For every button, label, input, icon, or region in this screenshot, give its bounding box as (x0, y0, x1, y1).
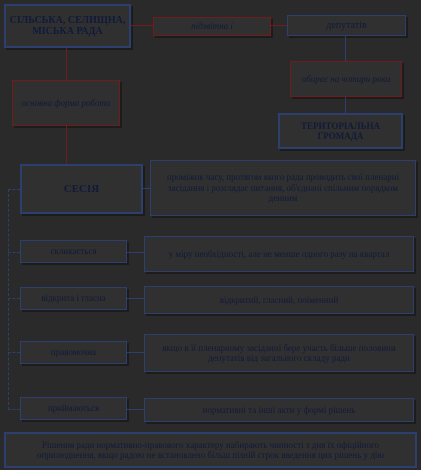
spine-branch-3 (8, 352, 20, 353)
spine-branch-1 (8, 252, 20, 253)
connector-accountable-deputies (271, 25, 287, 26)
basic-form-box: основна форма роботи (12, 80, 120, 126)
row-2-label: відкрита і гласна (41, 293, 106, 304)
deputies-label: депутатів (326, 19, 367, 31)
footer-box: Рішення ради нормативно-правового характ… (4, 432, 417, 468)
row-1-label: скликається (50, 246, 97, 257)
spine-branch-2 (8, 298, 20, 299)
row-3-text-box: якщо в її пленарному засіданні бере учас… (144, 334, 414, 372)
connector-row-4 (127, 409, 144, 410)
session-box: СЕСІЯ (20, 164, 143, 214)
connector-council-basicform (66, 48, 67, 80)
community-label: ТЕРИТОРІАЛЬНА ГРОМАДА (300, 120, 381, 141)
connector-row-1 (127, 252, 144, 253)
row-4-text-box: нормативні та інші акти у формі рішень (144, 398, 414, 422)
elects-label: обирає на чотири роки (301, 73, 391, 84)
community-box: ТЕРИТОРІАЛЬНА ГРОМАДА (278, 113, 403, 149)
connector-basicform-session (66, 126, 67, 164)
row-1-label-box: скликається (20, 240, 127, 263)
row-1-text-box: у міру необхідності, але не менше одного… (144, 236, 414, 272)
session-description: проміжок часу, протягом якого рада прово… (166, 172, 400, 204)
row-4-label: приймаються (47, 403, 100, 414)
deputies-box: депутатів (287, 15, 406, 36)
row-2-text-box: відкритий, гласний, поіменний (144, 286, 414, 314)
connector-council-accountable (131, 25, 153, 26)
accountable-box: підзвітна і (153, 17, 271, 36)
council-label: СІЛЬСЬКА, СЕЛИЩНА, МІСЬКА РАДА (9, 14, 126, 38)
row-1-text: у міру необхідності, але не менше одного… (168, 248, 390, 259)
row-3-text: якщо в її пленарному засіданні бере учас… (162, 342, 396, 363)
row-2-text: відкритий, гласний, поіменний (219, 294, 339, 305)
row-3-label-box: правомочна (20, 341, 127, 364)
accountable-label: підзвітна і (191, 21, 233, 32)
session-title: СЕСІЯ (63, 182, 100, 195)
connector-session-description (143, 188, 150, 189)
row-3-label: правомочна (50, 347, 97, 358)
basic-form-label: основна форма роботи (21, 97, 111, 108)
connector-elects-community (345, 97, 346, 113)
spine-branch-4 (8, 409, 20, 410)
row-2-label-box: відкрита і гласна (20, 287, 127, 310)
session-description-box: проміжок часу, протягом якого рада прово… (150, 160, 416, 216)
elects-box: обирає на чотири роки (290, 61, 402, 97)
footer-text: Рішення ради нормативно-правового характ… (36, 439, 385, 460)
connector-deputies-elects (345, 36, 346, 61)
council-box: СІЛЬСЬКА, СЕЛИЩНА, МІСЬКА РАДА (4, 4, 131, 48)
connector-row-2 (127, 298, 144, 299)
spine-line (8, 189, 9, 410)
row-4-label-box: приймаються (20, 397, 127, 420)
spine-connector-top (8, 189, 20, 190)
row-4-text: нормативні та інші акти у формі рішень (202, 404, 356, 415)
connector-row-3 (127, 352, 144, 353)
